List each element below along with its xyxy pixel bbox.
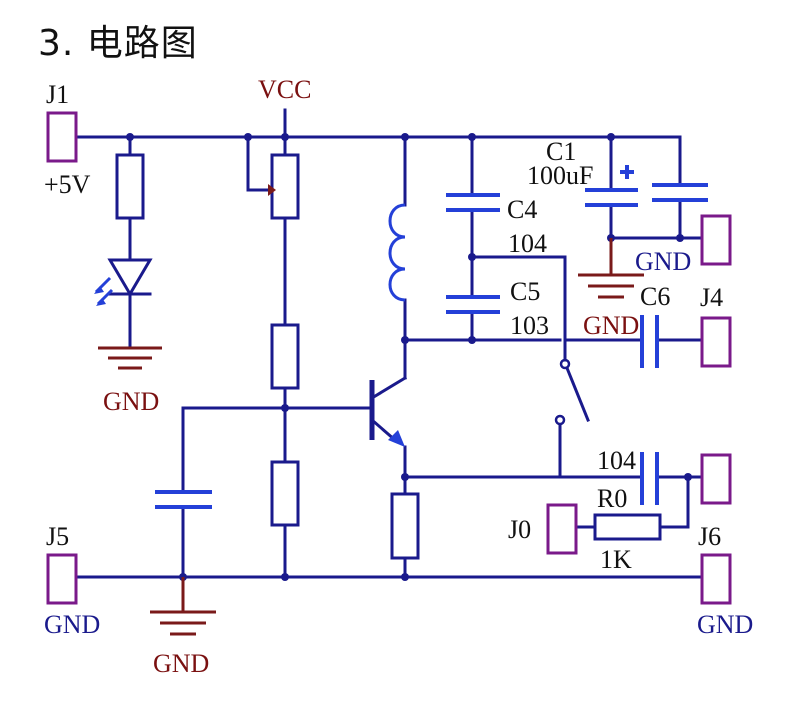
label-c5: C5 [510,277,540,306]
label-c6: C6 [640,282,670,311]
label-j5: J5 [46,522,69,551]
label-vcc: VCC [258,75,311,104]
capacitor-c5 [446,295,500,314]
ground-icon-led [98,346,162,370]
capacitor-c6 [640,315,659,368]
label-c1: C1 [546,137,576,166]
led-icon [94,258,153,306]
label-r0-value: 1K [600,545,632,574]
label-r0: R0 [597,484,627,513]
connector-j1 [46,111,78,163]
capacitor-c1-parallel [652,183,708,202]
wires [76,108,702,612]
potentiometer [270,153,300,220]
connector-j4 [700,316,732,368]
label-j6-gnd: GND [697,610,753,639]
capacitor-c1 [585,165,638,207]
label-j4: J4 [700,283,723,312]
connector-j6 [700,553,732,605]
page-title: 3. 电路图 [38,23,198,64]
label-c4: C4 [507,195,537,224]
bias-resistor-upper [270,323,300,390]
switch [554,358,590,426]
connector-c1-gnd [700,214,732,266]
label-j0: J0 [508,515,531,544]
transistor-icon [369,375,408,447]
emitter-resistor [390,492,420,560]
bias-resistor-lower [270,460,300,527]
label-c5-value: 103 [510,311,549,340]
label-gnd-bottom: GND [153,649,209,678]
potentiometer-wiper-arrow [268,184,276,196]
label-gnd-c1: GND [635,247,691,276]
capacitor-c4 [446,193,500,212]
label-gnd-mid: GND [583,311,639,340]
label-j5-gnd: GND [44,610,100,639]
label-j6: J6 [698,522,721,551]
connector-j0 [546,503,578,555]
inductor-icon [388,203,406,302]
connector-j5 [46,553,78,605]
ground-icon-c1 [578,238,644,299]
label-c6-value: 104 [597,446,636,475]
label-c1-value: 100uF [527,161,593,190]
label-gnd-led: GND [103,387,159,416]
label-j1: J1 [46,80,69,109]
capacitor-lower [640,452,659,505]
label-c4-value: 104 [508,229,547,258]
r0-resistor [593,513,662,541]
ground-icon-bottom [150,577,216,636]
connector-out [700,453,732,505]
capacitor-base [155,490,212,509]
junction-dots [126,133,692,581]
label-plus5v: +5V [44,170,91,199]
led-resistor [115,153,145,220]
